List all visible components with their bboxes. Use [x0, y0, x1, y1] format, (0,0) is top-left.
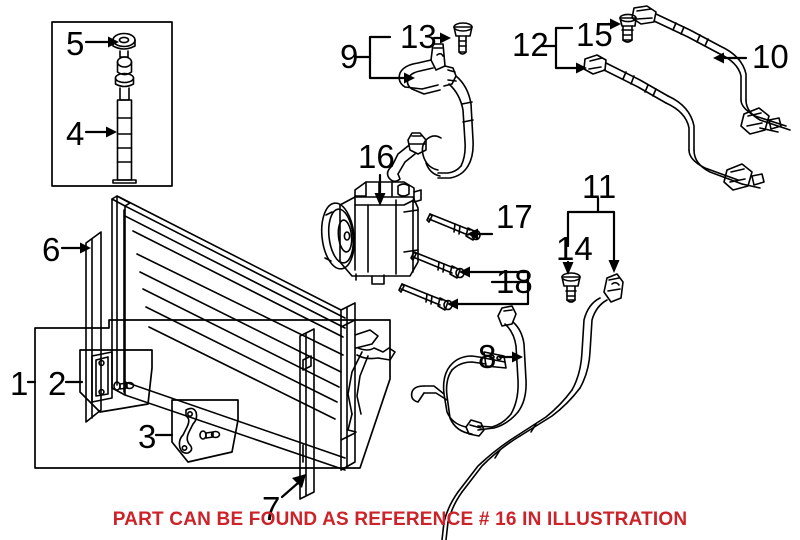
callout-label-11: 11: [582, 168, 616, 205]
inset-shape-bracket-2: [79, 349, 153, 413]
callout-label-4: 4: [66, 115, 84, 152]
callout-label-18: 18: [496, 263, 533, 300]
condenser-assembly-region-outline: [34, 319, 391, 469]
part-air-conditioning-compressor: [320, 181, 422, 285]
reference-caption: PART CAN BE FOUND AS REFERENCE # 16 IN I…: [112, 509, 688, 530]
part-line-mounting-bolt-14: [561, 272, 581, 303]
part-discharge-hose-assembly: [386, 43, 474, 183]
callout-label-10: 10: [752, 38, 789, 75]
callout-label-5: 5: [66, 25, 84, 62]
callout-label-3: 3: [138, 418, 156, 455]
part-condenser-core: [111, 195, 396, 500]
callout-label-6: 6: [42, 231, 60, 268]
part-suction-hose-8: [410, 305, 527, 437]
leader-7: [280, 481, 300, 499]
callout-label-8: 8: [478, 338, 496, 375]
leader-9a: [354, 35, 392, 59]
leader-9b: [368, 55, 406, 80]
callout-label-9: 9: [340, 38, 358, 75]
leader-12b: [554, 44, 578, 70]
callout-numbers: 1 2 3 4 5 6 7 8 9 10 11 12 13 14 15 16 1…: [10, 16, 789, 527]
callout-label-7: 7: [262, 490, 280, 527]
part-compressor-bolts-18: [398, 251, 465, 311]
leader-18b: [456, 280, 530, 306]
leader-12a: [540, 26, 574, 48]
part-refrigerant-line-upper-10: [631, 5, 791, 135]
callout-label-2: 2: [48, 365, 66, 402]
leader-11b: [596, 210, 616, 264]
callout-label-16: 16: [358, 138, 395, 175]
callout-label-1: 1: [10, 365, 28, 402]
leader-18a: [468, 270, 530, 284]
callout-leaders: [26, 18, 748, 499]
part-receiver-drier-desiccant: [112, 56, 137, 184]
part-line-mounting-bolt-15: [619, 13, 637, 43]
callout-label-15: 15: [576, 16, 613, 53]
callout-label-13: 13: [400, 18, 437, 55]
leader-11a: [566, 196, 600, 248]
callout-label-17: 17: [496, 198, 533, 235]
callout-label-14: 14: [556, 230, 593, 267]
inset-box-receiver-drier: [51, 21, 173, 187]
part-hose-mounting-bolt-13: [453, 22, 473, 55]
inset-shape-link-3: [171, 399, 239, 463]
part-receiver-drier-cap: [112, 32, 136, 58]
callout-label-12: 12: [512, 26, 549, 63]
part-line-bracket-group-11: [441, 273, 624, 540]
part-refrigerant-line-assembly-12: [583, 54, 765, 191]
